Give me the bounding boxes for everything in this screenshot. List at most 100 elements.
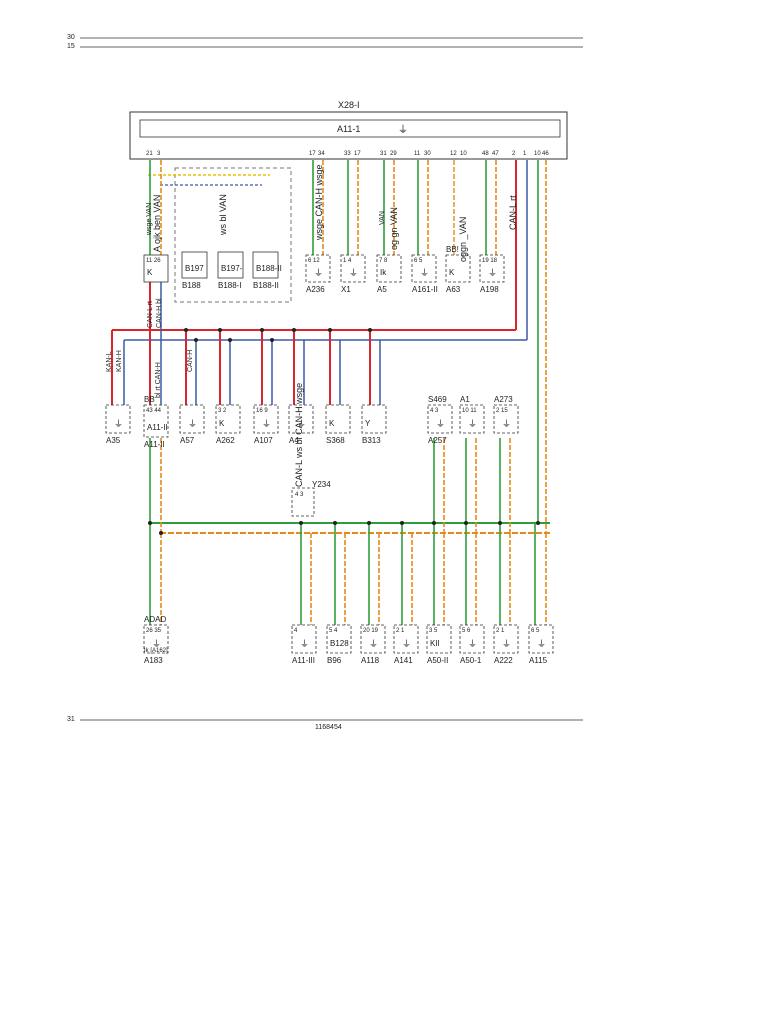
module-A50-I: 5 6⏚A50-1: [459, 624, 485, 665]
wire-label-i: CAN-L rt: [508, 195, 518, 230]
module-A11-III-pins: 4: [294, 628, 298, 634]
module-A50-I-box: [459, 624, 485, 654]
module-X1-ground-icon: ⏚: [349, 268, 358, 278]
module-A4-label: A4: [289, 436, 299, 445]
module-A5-inner: Ik: [380, 268, 387, 277]
module-A1: 10 11⏚A1: [459, 395, 485, 434]
module-A11-II_top-inner: K: [147, 268, 153, 277]
connector-outer-box: [129, 111, 568, 160]
wire-label-f: VAN: [379, 211, 386, 225]
module-A118: 20 19⏚A118: [360, 624, 386, 665]
module-A236: 6 12⏚A236: [305, 254, 331, 294]
module-A50-II-inner: KII: [430, 639, 440, 648]
connector-pin-1: 3: [157, 151, 161, 157]
module-A115: 6 5⏚A115: [528, 624, 554, 665]
module-A198-ground-icon: ⏚: [488, 268, 497, 278]
connector-pin-15: 1: [523, 151, 527, 157]
connector-pin-6: 31: [380, 151, 387, 157]
module-A222-box: [493, 624, 519, 654]
module-y234-text: CAN-L ws bl CAN-H wsge: [294, 383, 304, 487]
connector-pin-13: 47: [492, 151, 499, 157]
wire-label-m: KAN-L: [106, 351, 113, 372]
module-A1-box: [459, 404, 485, 434]
dashed-sensor-group: [174, 167, 292, 303]
module-A273-ground-icon: ⏚: [502, 419, 511, 429]
module-A273-box: [493, 404, 519, 434]
module-B188-I: B197-B188-I: [217, 251, 244, 290]
module-A183-label: A183: [144, 656, 163, 665]
connector-inner-label: A11-1: [337, 124, 360, 134]
module-A107-ground-icon: ⏚: [262, 419, 271, 429]
junction-dot-2: [299, 521, 303, 525]
connector-pin-9: 30: [424, 151, 431, 157]
junction-dot-17: [228, 338, 232, 342]
module-A50-I-ground-icon: ⏚: [468, 639, 477, 649]
module-B188-II-label: B188-II: [253, 281, 279, 290]
module-A11-III-ground-icon: ⏚: [300, 639, 309, 649]
junction-dot-18: [270, 338, 274, 342]
module-y234-box: [291, 487, 315, 517]
module-A118-label: A118: [361, 656, 380, 665]
module-A262-inner: K: [219, 419, 225, 428]
module-A5-pins: 7 8: [379, 258, 388, 264]
connector-pin-0: 21: [146, 151, 153, 157]
module-A63-box: [445, 254, 471, 283]
connector-pin-3: 34: [318, 151, 325, 157]
module-A11-II_top: 11 26 K: [143, 254, 169, 283]
module-A11-II-label: A11-II: [144, 440, 165, 449]
junction-dot-6: [432, 521, 436, 525]
module-A273-pins: 2 15: [496, 408, 508, 414]
module-A11-II-box: [143, 404, 169, 438]
module-B96-pins: 5 4: [329, 628, 338, 634]
wire-label-n: KAN-H: [116, 350, 123, 372]
module-A257-pins: 4 3: [430, 408, 439, 414]
module-A50-II-box: [426, 624, 452, 654]
wire-label-b: A ojk ben VAN: [152, 195, 162, 252]
module-A115-label: A115: [529, 656, 548, 665]
junction-dot-0: [148, 521, 152, 525]
module-S368-box: [325, 404, 351, 434]
module-A236-pins: 6 12: [308, 258, 320, 264]
module-B188-I-box: [217, 251, 244, 279]
module-A236-box: [305, 254, 331, 283]
document-number: 1168454: [315, 724, 342, 731]
module-A4: ⏚A4: [288, 404, 314, 445]
module-A1-pins: 10 11: [462, 408, 477, 414]
module-A57-box: [179, 404, 205, 434]
module-A1-top: A1: [460, 395, 470, 404]
module-A183-box: [143, 624, 169, 654]
wire-label-a: wsge VAN: [146, 203, 153, 236]
connector-pin-16: 10: [534, 151, 541, 157]
module-A222: 2 1⏚A222: [493, 624, 519, 665]
module-A161-II-ground-icon: ⏚: [420, 268, 429, 278]
module-A35-ground-icon: ⏚: [114, 419, 123, 429]
module-A262-label: A262: [216, 436, 235, 445]
module-B313-label: B313: [362, 436, 381, 445]
module-A107-label: A107: [254, 436, 273, 445]
page-marker-top-1: 30: [67, 34, 75, 41]
module-A257-label: A257: [428, 436, 447, 445]
module-y234-pins: 4 3: [295, 492, 304, 498]
module-S368-inner: K: [329, 419, 335, 428]
connector-pin-5: 17: [354, 151, 361, 157]
module-B188-I-label: B188-I: [218, 281, 242, 290]
junction-dot-9: [536, 521, 540, 525]
module-B313-box: [361, 404, 387, 434]
module-A50-I-label: A50-1: [460, 656, 482, 665]
module-A11-II_top-pins: 11 26: [146, 258, 161, 264]
module-A236-ground-icon: ⏚: [314, 268, 323, 278]
module-A222-ground-icon: ⏚: [502, 639, 511, 649]
junction-dot-16: [194, 338, 198, 342]
module-A63-top: BB!: [446, 245, 459, 254]
module-A141: 2 1⏚A141: [393, 624, 419, 665]
module-A115-box: [528, 624, 554, 654]
module-A57-label: A57: [180, 436, 195, 445]
module-A198: 19 18⏚A198: [479, 254, 505, 294]
junction-dot-8: [498, 521, 502, 525]
